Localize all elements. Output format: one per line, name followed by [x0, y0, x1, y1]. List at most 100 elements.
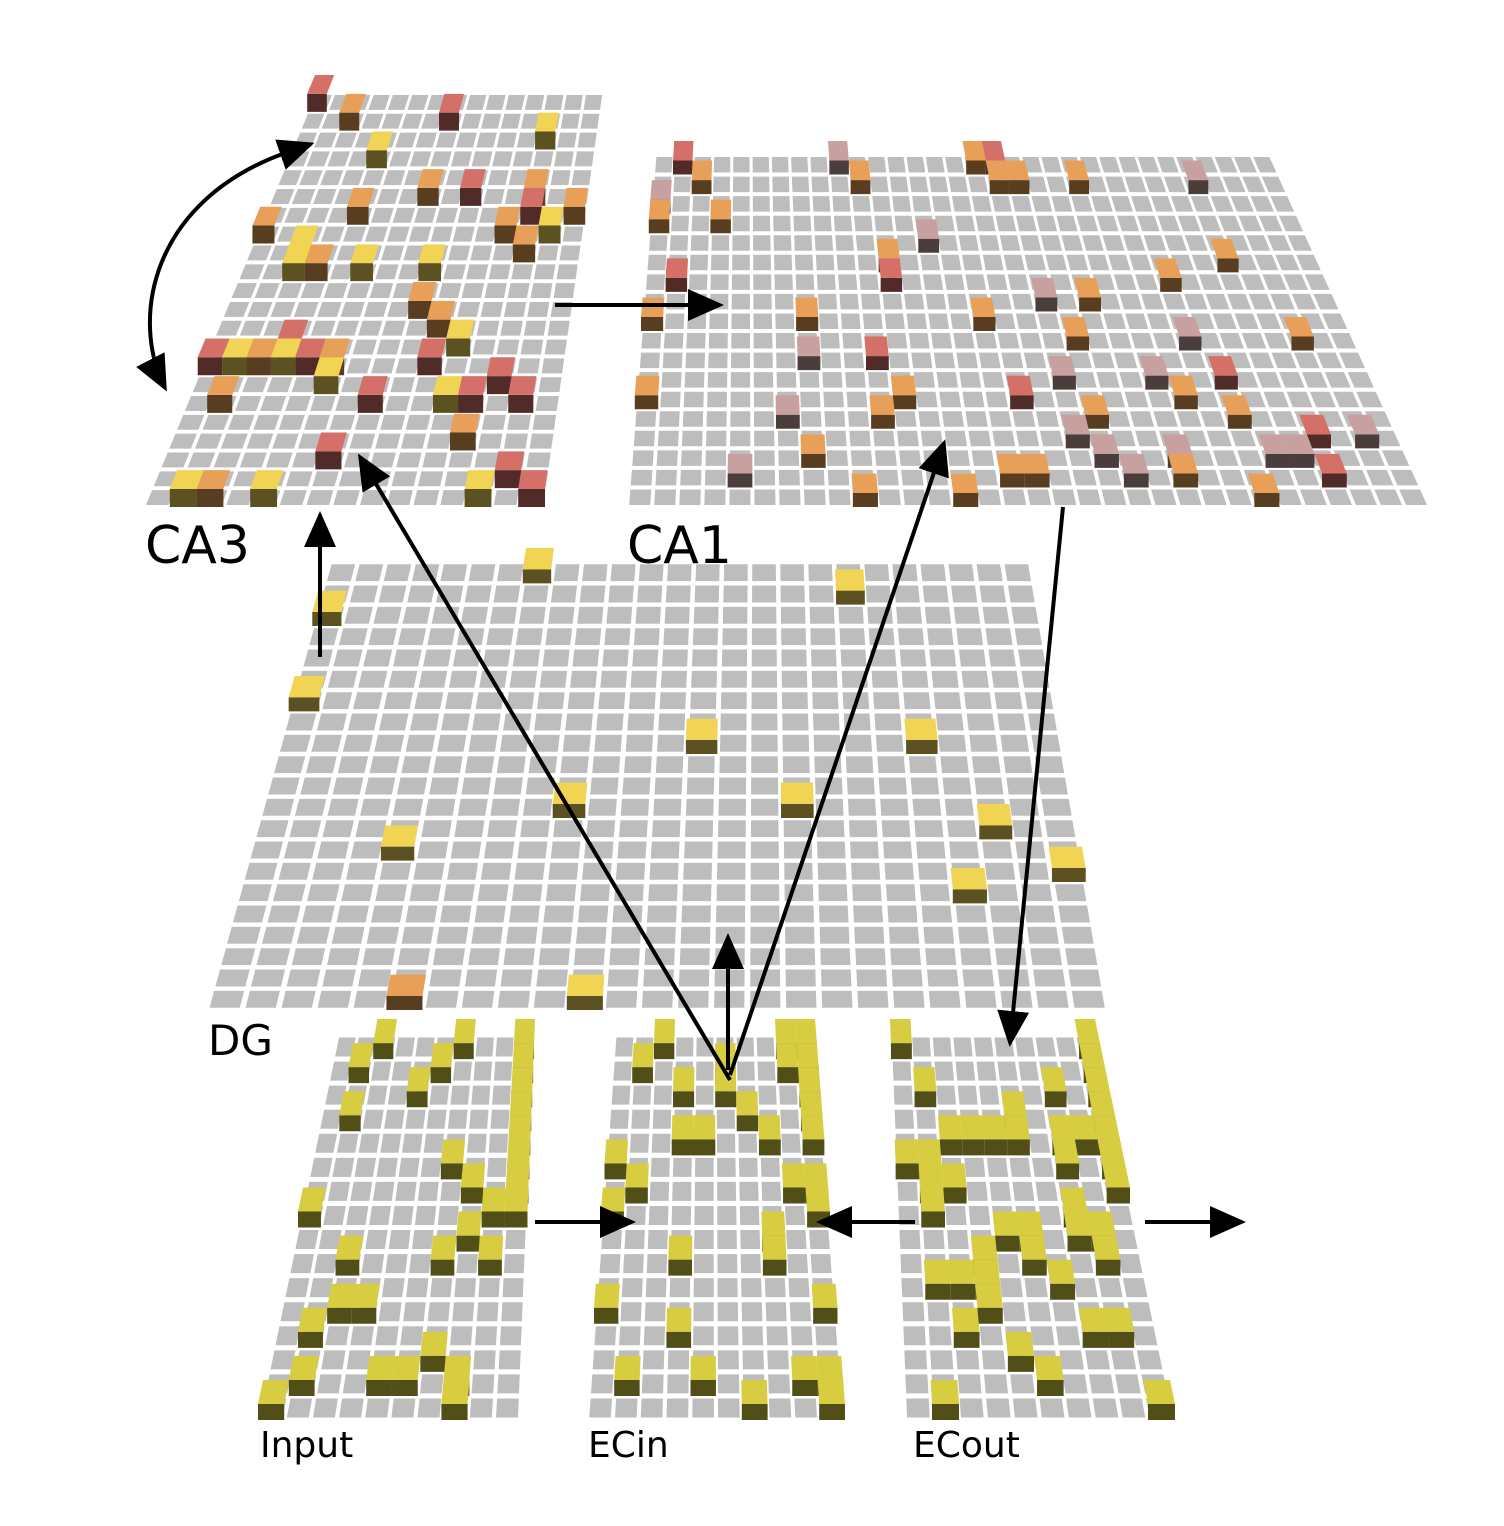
grid-cell	[978, 352, 1001, 369]
active-unit-cube	[1314, 453, 1347, 488]
active-unit-cube	[941, 1163, 967, 1204]
grid-cell	[893, 990, 925, 1008]
grid-cell	[1015, 313, 1038, 329]
grid-cell	[1119, 293, 1143, 310]
grid-cell	[717, 1326, 739, 1346]
grid-cell	[690, 692, 717, 710]
cube-front-face	[408, 300, 432, 319]
grid-cell	[911, 352, 933, 369]
cube-front-face	[1051, 868, 1086, 882]
grid-cell	[1113, 352, 1138, 369]
cube-top-face	[1282, 434, 1315, 454]
grid-cell	[660, 391, 681, 408]
grid-cell	[498, 1350, 521, 1370]
cube-front-face	[1065, 434, 1090, 449]
grid-cell	[327, 207, 351, 223]
cube-front-face	[391, 1379, 418, 1396]
cube-top-face	[478, 1235, 504, 1260]
grid-cell	[336, 905, 369, 923]
grid-cell	[717, 1374, 740, 1394]
cube-top-face	[869, 395, 895, 415]
grid-cell	[444, 358, 468, 374]
cube-top-face	[512, 1043, 535, 1068]
grid-cell	[493, 1061, 513, 1081]
cube-front-face	[802, 1139, 825, 1156]
grid-cell	[756, 1037, 775, 1057]
grid-cell	[794, 235, 813, 251]
cube-front-face	[1052, 375, 1076, 390]
grid-cell	[928, 176, 949, 193]
grid-cell	[717, 820, 746, 838]
active-unit-cube	[350, 244, 379, 282]
grid-cell	[363, 649, 393, 667]
active-unit-cube	[800, 434, 826, 468]
grid-cell	[1073, 372, 1097, 388]
grid-cell	[440, 1181, 461, 1201]
grid-cell	[663, 628, 689, 646]
grid-cell	[1106, 411, 1131, 427]
ec-to-ca3-arrow	[357, 453, 732, 1082]
cube-front-face	[1355, 434, 1380, 449]
grid-cell	[485, 396, 510, 411]
grid-cell	[985, 628, 1013, 646]
grid-cell	[628, 692, 656, 710]
grid-cell	[1258, 215, 1283, 232]
active-unit-cube	[762, 1235, 787, 1276]
grid-cell	[733, 157, 750, 173]
active-unit-cube	[459, 169, 486, 206]
grid-cell	[395, 1181, 417, 1201]
grid-cell	[332, 777, 364, 795]
grid-cell	[1086, 333, 1110, 349]
grid-cell	[575, 926, 607, 944]
grid-cell	[647, 254, 667, 271]
grid-cell	[731, 293, 750, 310]
cube-front-face	[727, 473, 753, 488]
cube-front-face	[258, 1404, 285, 1420]
grid-cell	[452, 649, 481, 667]
grid-cell	[1014, 628, 1043, 646]
grid-cell	[655, 756, 684, 774]
grid-cell	[223, 301, 250, 317]
grid-cell	[506, 692, 535, 710]
grid-cell	[906, 1398, 930, 1418]
grid-cell	[487, 170, 509, 186]
grid-cell	[1027, 1302, 1052, 1322]
cube-front-face	[762, 1259, 787, 1276]
grid-cell	[732, 176, 750, 193]
grid-cell	[1374, 489, 1403, 505]
grid-cell	[873, 430, 895, 447]
grid-cell	[781, 1133, 801, 1153]
grid-cell	[410, 396, 435, 411]
cube-top-face	[366, 131, 394, 151]
grid-cell	[369, 1205, 392, 1225]
ec-to-ca1-arrow	[728, 439, 949, 1076]
grid-cell	[379, 862, 412, 880]
cube-top-face	[876, 238, 900, 259]
grid-cell	[338, 471, 365, 487]
grid-cell	[538, 377, 562, 393]
grid-cell	[1177, 274, 1201, 290]
grid-cell	[649, 235, 668, 251]
grid-cell	[574, 628, 602, 646]
grid-cell	[1248, 293, 1274, 310]
grid-cell	[495, 1037, 514, 1057]
grid-cell	[368, 94, 390, 110]
grid-cell	[422, 452, 448, 468]
grid-cell	[461, 990, 495, 1008]
grid-cell	[550, 170, 571, 186]
grid-cell	[417, 1398, 442, 1418]
grid-cell	[820, 333, 840, 349]
grid-cell	[353, 990, 388, 1008]
grid-cell	[397, 628, 427, 646]
grid-cell	[717, 1157, 736, 1177]
ca3-recurrent-arrow	[136, 139, 315, 392]
grid-cell	[1279, 372, 1305, 388]
grid-cell	[716, 1109, 735, 1129]
cube-top-face	[408, 282, 437, 301]
grid-cell	[897, 628, 925, 646]
grid-cell	[615, 1398, 638, 1418]
grid-cell	[509, 670, 538, 688]
grid-cell	[505, 94, 525, 110]
grid-cell	[1027, 926, 1059, 944]
grid-cell	[1002, 1302, 1026, 1322]
